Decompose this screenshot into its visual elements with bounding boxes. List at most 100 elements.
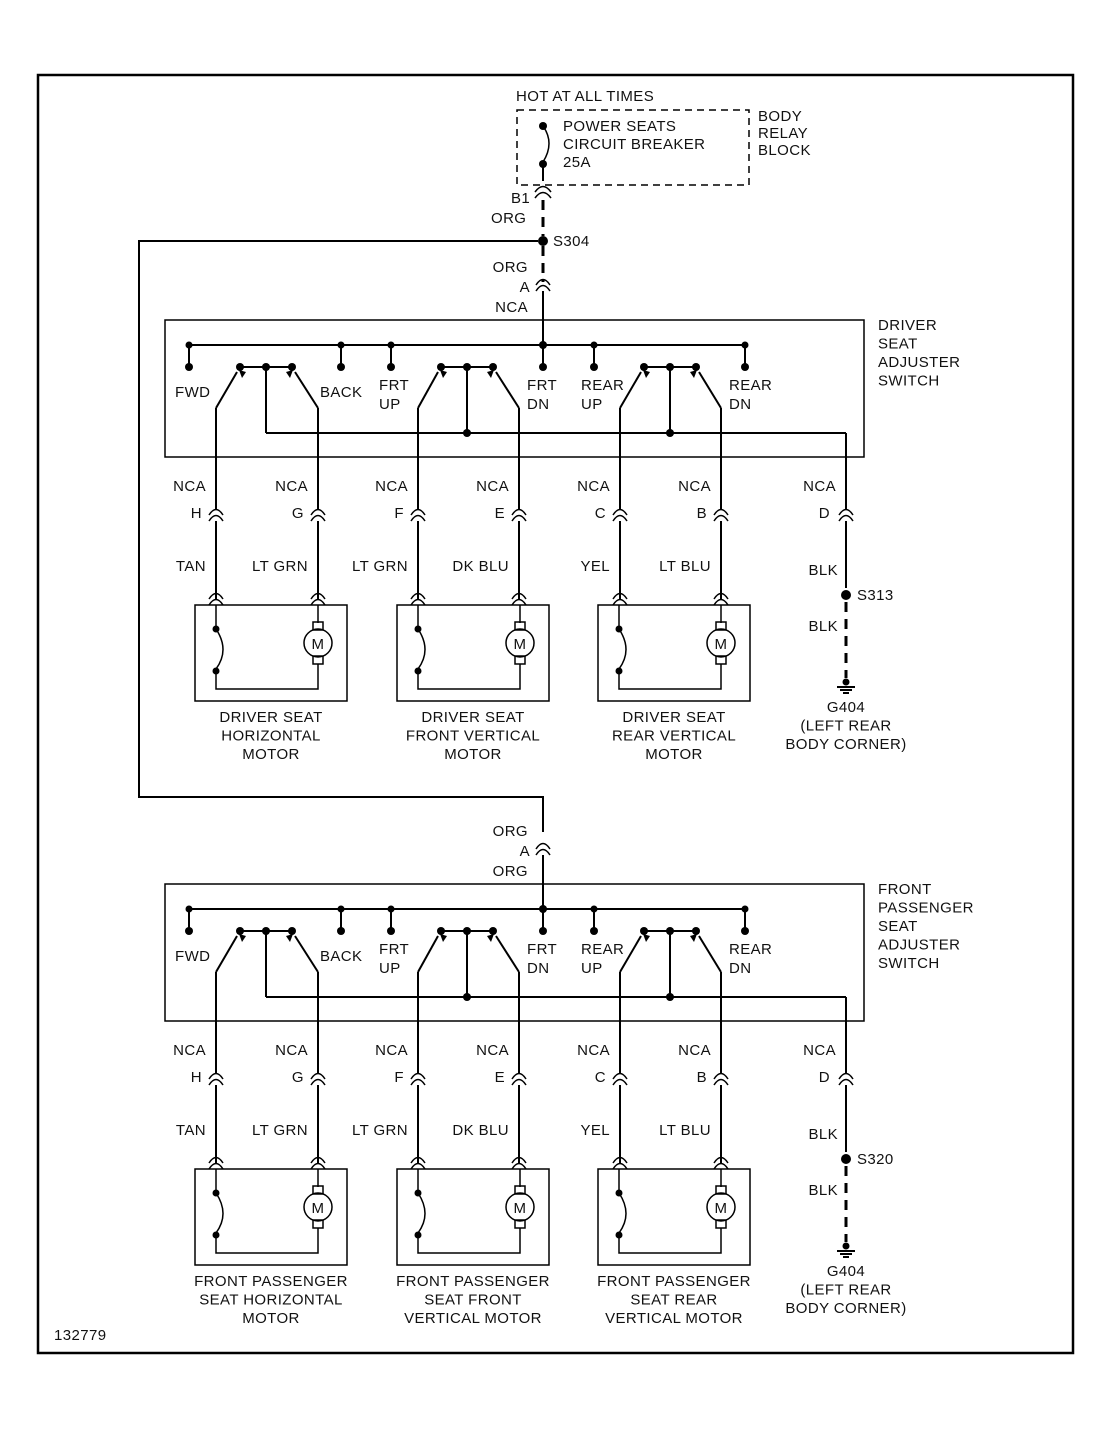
ground-connector-pin-label: D <box>819 1069 830 1086</box>
switch-contact-terminal <box>539 927 547 935</box>
motor-label: MOTOR <box>645 746 703 763</box>
wire-connector-icon <box>410 1072 426 1086</box>
motor-label: SEAT FRONT <box>424 1292 522 1309</box>
wire-connector-icon <box>713 1072 729 1086</box>
switch-contact-terminal <box>640 927 648 935</box>
body-relay-block-label: BLOCK <box>758 142 811 159</box>
switch-blade-arrow <box>440 370 447 378</box>
motor-label: DRIVER SEAT <box>421 709 524 726</box>
motor-icon <box>505 628 535 658</box>
motor-box <box>396 1168 550 1266</box>
wire-color-label: YEL <box>580 1122 610 1139</box>
switch-label: ADJUSTER <box>878 354 960 371</box>
wire-circuit-label: NCA <box>173 478 206 495</box>
switch-blade <box>619 935 642 973</box>
switch-contact-terminal <box>539 363 547 371</box>
motor-internal-loop <box>417 664 521 690</box>
wire-circuit-label: NCA <box>275 1042 308 1059</box>
wire-circuit-label: NCA <box>275 478 308 495</box>
ground-label: G404 <box>827 1263 865 1280</box>
body-relay-block-label: BODY <box>758 108 802 125</box>
ground-label: BODY CORNER) <box>785 736 906 753</box>
switch-contact-terminal <box>640 363 648 371</box>
wire-connector-pin-label: C <box>595 505 606 522</box>
switch-blade-arrow <box>239 934 246 942</box>
switch-contact-terminal <box>590 363 598 371</box>
switch-blade-arrow <box>487 370 494 378</box>
wire-circuit-label: NCA <box>476 1042 509 1059</box>
splice-s304-dot <box>538 236 548 246</box>
figure-id: 132779 <box>54 1327 106 1344</box>
switch-contact-terminal <box>236 927 244 935</box>
motor-symbol: M <box>514 636 527 653</box>
switch-contact-terminal <box>590 927 598 935</box>
ground-icon-dot <box>842 678 850 686</box>
switch-contact-terminal <box>337 363 345 371</box>
wire-connector-icon <box>612 508 628 522</box>
wire-circuit-label: NCA <box>375 478 408 495</box>
switch-label: ADJUSTER <box>878 937 960 954</box>
switch-blade <box>619 371 642 409</box>
wire-color-label: DK BLU <box>452 558 509 575</box>
motor-label: FRONT VERTICAL <box>406 728 540 745</box>
switch-blade <box>417 371 439 409</box>
wire-color-org-label: ORG <box>491 210 526 227</box>
switch-blade <box>215 371 238 409</box>
motor-internal-loop <box>417 1228 521 1254</box>
switch-label: FRONT <box>878 881 932 898</box>
motor-label: FRONT PASSENGER <box>396 1273 550 1290</box>
motor-connector-icon <box>511 1156 527 1170</box>
wire-connector-pin-label: C <box>595 1069 606 1086</box>
motor-connector-icon <box>208 592 224 606</box>
motor-symbol: M <box>312 1200 325 1217</box>
feed-connector-icon <box>535 842 551 856</box>
motor-symbol: M <box>715 1200 728 1217</box>
switch-label: SWITCH <box>878 955 940 972</box>
circuit-breaker-element <box>542 125 550 163</box>
circuit-breaker-label: 25A <box>563 154 591 171</box>
wire-connector-icon <box>511 1072 527 1086</box>
ground-label: G404 <box>827 699 865 716</box>
ground-splice-dot <box>841 590 851 600</box>
motor-icon <box>303 628 333 658</box>
feed-wire-color-label: ORG <box>493 259 528 276</box>
motor-label: DRIVER SEAT <box>622 709 725 726</box>
switch-contact-terminal <box>288 927 296 935</box>
wire-circuit-label: NCA <box>375 1042 408 1059</box>
motor-symbol: M <box>514 1200 527 1217</box>
wire-circuit-label: NCA <box>678 1042 711 1059</box>
wire-connector-pin-label: E <box>495 505 505 522</box>
hot-at-all-times-label: HOT AT ALL TIMES <box>516 88 654 105</box>
motor-brush <box>514 655 526 665</box>
contact-label-frt-up: UP <box>379 396 401 413</box>
contact-label-rear-up: UP <box>581 396 603 413</box>
motor-connector-icon <box>410 592 426 606</box>
wire-circuit-label: NCA <box>577 478 610 495</box>
switch-blade <box>698 371 722 409</box>
contact-label-rear-dn: DN <box>729 396 751 413</box>
wire-color-label: LT BLU <box>659 1122 711 1139</box>
contact-label-rear-up: REAR <box>581 377 624 394</box>
motor-limit-switch <box>215 628 224 670</box>
wire-circuit-label: NCA <box>476 478 509 495</box>
contact-label-rear-dn: REAR <box>729 941 772 958</box>
contact-label-fwd: FWD <box>175 948 210 965</box>
body-relay-block-box <box>516 109 750 186</box>
switch-label: SEAT <box>878 336 918 353</box>
contact-label-frt-dn: FRT <box>527 941 557 958</box>
diagram-static-lines <box>36 73 1075 1355</box>
ground-wire-color-label: BLK <box>808 1182 838 1199</box>
motor-connector-icon <box>612 1156 628 1170</box>
switch-contact-terminal <box>288 363 296 371</box>
switch-blade-arrow <box>643 370 650 378</box>
diagram-border <box>36 73 1075 1355</box>
motor-symbol: M <box>715 636 728 653</box>
ground-label: BODY CORNER) <box>785 1300 906 1317</box>
motor-box <box>194 1168 348 1266</box>
motor-box <box>597 1168 751 1266</box>
feed-wire-color-label: ORG <box>493 823 528 840</box>
seat-motor: M <box>396 604 550 702</box>
motor-connector-icon <box>310 1156 326 1170</box>
